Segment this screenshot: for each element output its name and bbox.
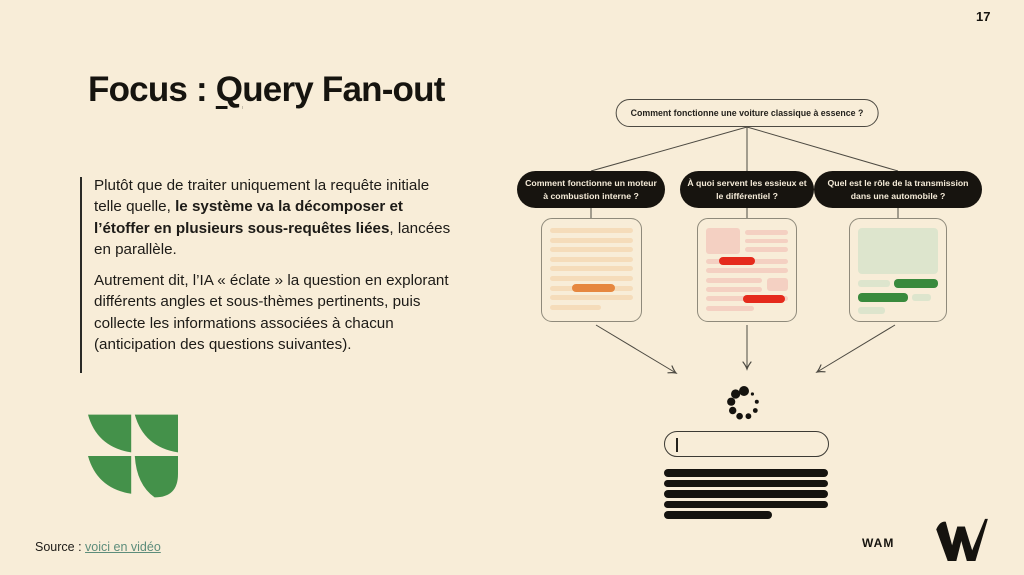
card2-highlight-bar-1 xyxy=(719,257,756,265)
result-card-2 xyxy=(697,218,797,322)
result-card-1 xyxy=(541,218,642,322)
paragraph-2: Autrement dit, l’IA « éclate » la questi… xyxy=(94,272,449,353)
title-underlined-letter: Q xyxy=(215,70,243,109)
card3-image-placeholder xyxy=(858,228,938,274)
result-card-3 xyxy=(849,218,947,322)
card2-highlight-bar-2 xyxy=(742,294,785,303)
sub-query-pill-2: À quoi servent les essieux et le différe… xyxy=(680,171,814,208)
answer-text-lines xyxy=(664,469,828,519)
answer-input-illustration xyxy=(664,431,829,457)
body-text: Plutôt que de traiter uniquement la requ… xyxy=(94,175,456,365)
title-prefix: Focus : xyxy=(88,70,216,109)
page-number: 17 xyxy=(976,9,991,24)
card2-lines xyxy=(706,228,788,311)
paragraph-1: Plutôt que de traiter uniquement la requ… xyxy=(94,175,456,260)
connector-root-right xyxy=(746,126,899,172)
card3-highlight-bar-1 xyxy=(893,279,938,288)
p1-bold: le système va la décomposer et l’étoffer… xyxy=(94,198,403,237)
arrow-card1-merge xyxy=(595,324,678,374)
card1-lines xyxy=(550,228,633,310)
text-accent-bar xyxy=(80,177,82,373)
p1-after: , lancées en parallèle. xyxy=(94,219,451,258)
card3-highlight-bar-2 xyxy=(858,293,908,302)
loading-spinner-icon xyxy=(727,386,759,420)
p1-before: Plutôt que de traiter uniquement la requ… xyxy=(94,177,430,216)
sub-query-pill-3: Quel est le rôle de la transmission dans… xyxy=(814,171,982,208)
text-cursor xyxy=(676,438,678,452)
title-rest: uery Fan-out xyxy=(242,70,445,109)
source-line: Source : voici en vidéo xyxy=(35,540,161,554)
root-query-bubble: Comment fonctionne une voiture classique… xyxy=(615,99,879,127)
w-logo-icon xyxy=(936,518,988,561)
card1-highlight-bar xyxy=(571,284,615,292)
source-link[interactable]: voici en vidéo xyxy=(85,540,161,554)
leaf-logo-icon xyxy=(88,414,178,498)
page-title: Focus : Query Fan-out xyxy=(88,70,445,110)
source-label: Source : xyxy=(35,540,86,554)
sub-query-pill-1: Comment fonctionne un moteur à combustio… xyxy=(517,171,665,208)
brand-name: WAM xyxy=(862,536,895,550)
connector-root-left xyxy=(590,126,748,172)
arrow-card3-merge xyxy=(815,324,896,373)
card3-lines xyxy=(858,228,938,314)
